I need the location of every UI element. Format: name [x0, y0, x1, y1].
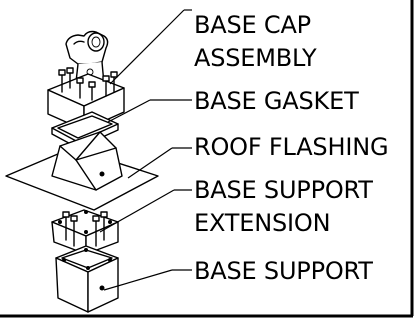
base-support-part: [55, 245, 119, 313]
label-base-support-extension-line2: EXTENSION: [194, 209, 330, 237]
label-base-cap-line1: BASE CAP: [194, 11, 311, 39]
base-gasket-part: [51, 111, 119, 149]
label-base-gasket: BASE GASKET: [194, 87, 359, 115]
roof-flashing-part: [5, 131, 159, 211]
label-base-cap-line2: ASSEMBLY: [194, 44, 317, 72]
label-base-support: BASE SUPPORT: [194, 257, 373, 285]
base-support-extension-part: [51, 209, 119, 255]
label-roof-flashing: ROOF FLASHING: [194, 133, 388, 161]
leader-lines: [99, 9, 192, 291]
label-base-support-extension-line1: BASE SUPPORT: [194, 176, 373, 204]
base-cap-assembly-part: [47, 30, 125, 131]
